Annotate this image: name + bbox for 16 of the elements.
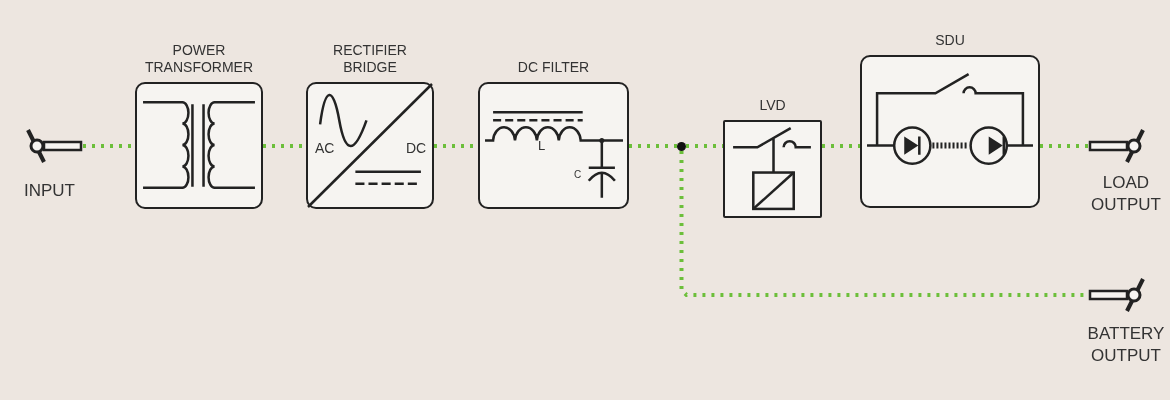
wire-connector — [822, 144, 860, 148]
terminal-label: LOAD OUTPUT — [1090, 172, 1162, 216]
terminal-label: INPUT — [24, 180, 76, 202]
port-label: DC — [406, 141, 427, 155]
component-label: L — [538, 139, 546, 152]
terminal-label: BATTERY OUTPUT — [1086, 323, 1166, 367]
block-title: POWER TRANSFORMER — [143, 42, 255, 76]
block-title: LVD — [758, 97, 787, 114]
wire-connector — [1040, 144, 1088, 148]
junction-dot — [677, 142, 686, 151]
wire-connector — [629, 144, 677, 148]
component-label: C — [574, 170, 582, 180]
block-title: SDU — [934, 32, 966, 49]
block-title: RECTIFIER BRIDGE — [332, 42, 408, 76]
port-label: AC — [315, 141, 335, 155]
block-title: DC FILTER — [516, 59, 591, 76]
